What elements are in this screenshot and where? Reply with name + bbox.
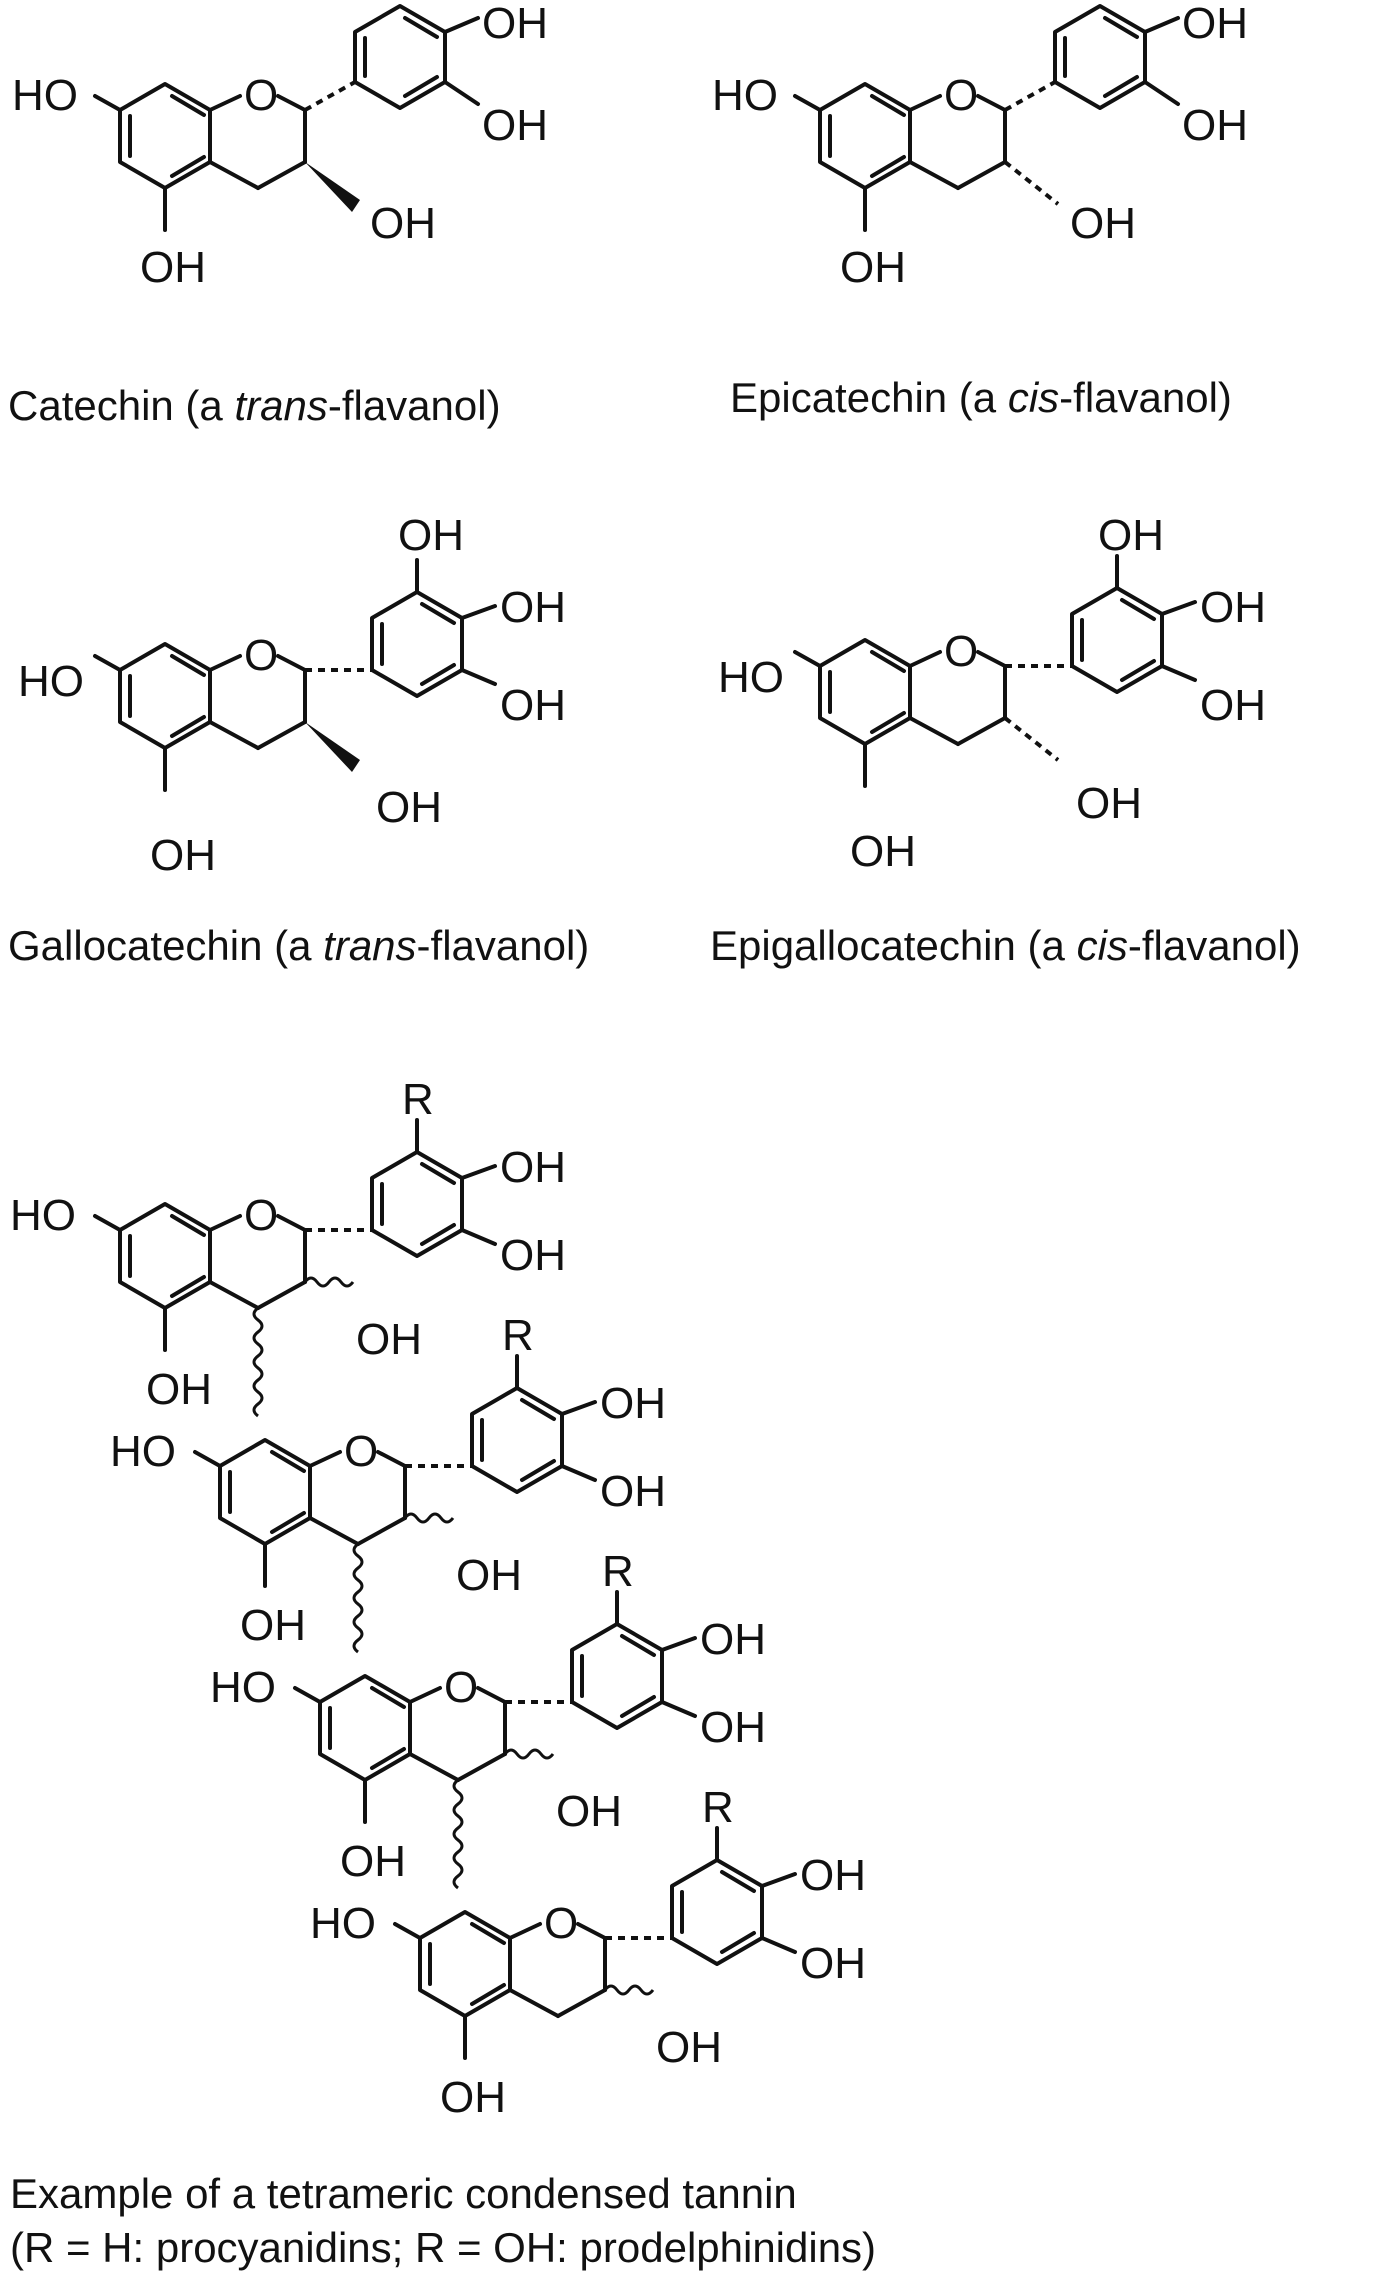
ring-oxygen-label: O	[944, 627, 978, 676]
oh-label: OH	[370, 199, 436, 248]
r-label: R	[502, 1311, 534, 1360]
oh-label: OH	[500, 681, 566, 730]
ring-oxygen-label: O	[344, 1427, 378, 1476]
epicatechin-caption: Epicatechin (a cis-flavanol)	[730, 374, 1232, 421]
interflavan-bond	[252, 1306, 264, 1418]
oh-label: OH	[482, 101, 548, 150]
tannin-unit-1: HO O OH OH R OH OH	[10, 1075, 566, 1414]
oh-label: OH	[800, 1939, 866, 1988]
epicatechin-structure: HO O OH OH OH OH	[712, 0, 1248, 292]
oh-label: OH	[840, 243, 906, 292]
oh-label: OH	[1182, 101, 1248, 150]
tannin-unit-4: HO O OH OH R OH OH	[310, 1783, 866, 2122]
oh-label: OH	[1076, 779, 1142, 828]
oh-label: OH	[850, 827, 916, 876]
oh-label: OH	[1200, 583, 1266, 632]
oh-label: OH	[600, 1379, 666, 1428]
oh-label: OH	[440, 2073, 506, 2122]
oh-label: OH	[1098, 511, 1164, 560]
oh-label: OH	[456, 1551, 522, 1600]
tannin-caption-line-1: Example of a tetrameric condensed tannin	[10, 2170, 797, 2217]
ho-label: HO	[712, 71, 778, 120]
r-label: R	[702, 1783, 734, 1832]
interflavan-bond	[352, 1542, 364, 1654]
ho-label: HO	[718, 653, 784, 702]
oh-label: OH	[800, 1851, 866, 1900]
oh-label: OH	[700, 1703, 766, 1752]
r-label: R	[602, 1547, 634, 1596]
ring-oxygen-label: O	[244, 631, 278, 680]
oh-label: OH	[500, 583, 566, 632]
oh-label: OH	[398, 511, 464, 560]
ring-oxygen-label: O	[944, 71, 978, 120]
oh-label: OH	[1200, 681, 1266, 730]
epigallocatechin-structure: HO O OH OH OH OH OH	[718, 511, 1266, 876]
oh-label: OH	[500, 1143, 566, 1192]
ho-label: HO	[10, 1191, 76, 1240]
r-label: R	[402, 1075, 434, 1124]
interflavan-bond	[452, 1778, 464, 1890]
tannin-caption-line-2: (R = H: procyanidins; R = OH: prodelphin…	[10, 2224, 876, 2271]
oh-label: OH	[146, 1365, 212, 1414]
gallocatechin-caption: Gallocatechin (a trans-flavanol)	[8, 922, 589, 969]
oh-label: OH	[556, 1787, 622, 1836]
oh-label: OH	[700, 1615, 766, 1664]
epigallocatechin-caption: Epigallocatechin (a cis-flavanol)	[710, 922, 1301, 969]
tannin-unit-3: HO O OH OH R OH OH	[210, 1547, 766, 1886]
catechin-structure: HO O OH OH OH OH	[12, 0, 548, 292]
oh-label: OH	[482, 0, 548, 48]
ho-label: HO	[210, 1663, 276, 1712]
oh-label: OH	[356, 1315, 422, 1364]
tannin-unit-2: HO O OH OH R OH OH	[110, 1311, 666, 1650]
oh-label: OH	[376, 783, 442, 832]
oh-label: OH	[1070, 199, 1136, 248]
ring-oxygen-label: O	[444, 1663, 478, 1712]
oh-label: OH	[340, 1837, 406, 1886]
ho-label: HO	[12, 71, 78, 120]
gallocatechin-structure: HO O OH OH OH OH OH	[18, 511, 566, 880]
oh-label: OH	[240, 1601, 306, 1650]
ring-oxygen-label: O	[244, 1191, 278, 1240]
oh-label: OH	[600, 1467, 666, 1516]
ho-label: HO	[18, 657, 84, 706]
ho-label: HO	[310, 1899, 376, 1948]
catechin-caption: Catechin (a trans-flavanol)	[8, 382, 501, 429]
oh-label: OH	[150, 831, 216, 880]
oh-label: OH	[140, 243, 206, 292]
ring-oxygen-label: O	[244, 71, 278, 120]
oh-label: OH	[1182, 0, 1248, 48]
ring-oxygen-label: O	[544, 1899, 578, 1948]
oh-label: OH	[500, 1231, 566, 1280]
oh-label: OH	[656, 2023, 722, 2072]
ho-label: HO	[110, 1427, 176, 1476]
